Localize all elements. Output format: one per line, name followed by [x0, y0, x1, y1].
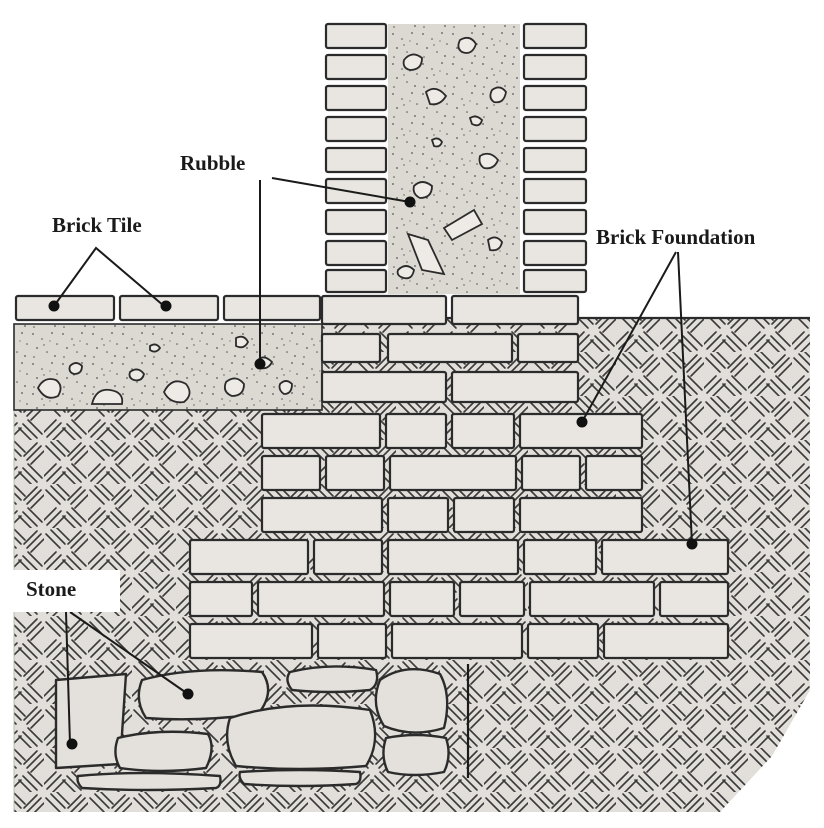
rubble-floor-dot: [254, 358, 266, 370]
brick-tile-right-dot: [160, 300, 172, 312]
brick-foundation: [188, 294, 730, 660]
rubble-label: Rubble: [180, 151, 245, 175]
wall-left-facing: [324, 22, 388, 294]
rubble-wall-dot: [404, 196, 416, 208]
brick-foundation-lower-dot: [686, 538, 698, 550]
brick-tile-label: Brick Tile: [52, 213, 142, 237]
wall-right-facing: [522, 22, 588, 294]
brick-foundation-upper-dot: [576, 416, 588, 428]
floor-section: [13, 294, 323, 411]
stone-upper-dot: [182, 688, 194, 700]
callout-dots: [48, 196, 698, 750]
wall-rubble-stones: [396, 36, 507, 280]
brick-foundation-label: Brick Foundation: [596, 225, 756, 249]
stone-lower-dot: [66, 738, 78, 750]
wall: [324, 22, 588, 294]
brick-tile-left-dot: [48, 300, 60, 312]
stone-label: Stone: [26, 577, 76, 601]
stone-label-box: [10, 570, 120, 612]
callouts: [53, 177, 693, 745]
